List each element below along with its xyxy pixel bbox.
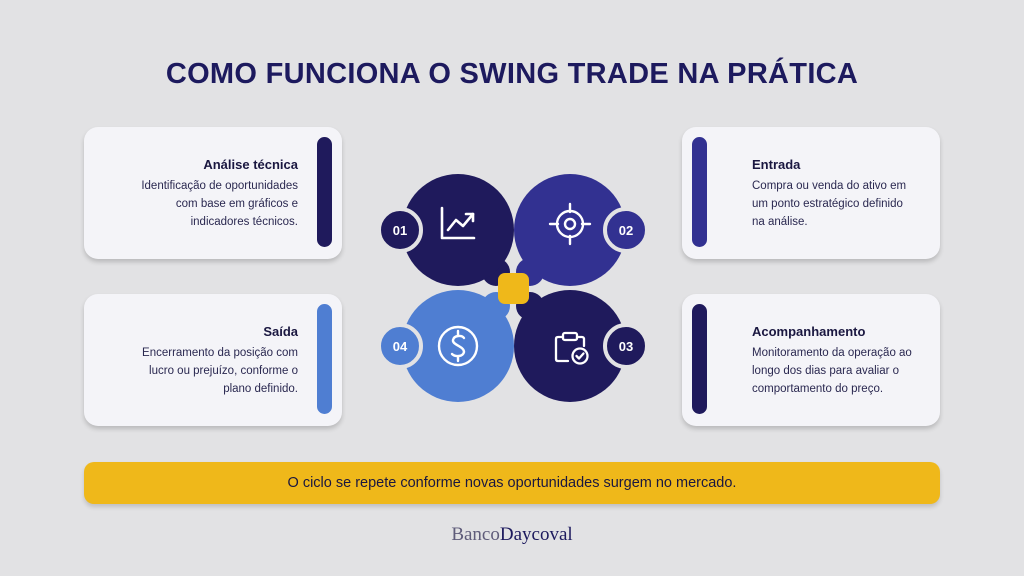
step-number-badge-01: 01 bbox=[377, 207, 423, 253]
step-number: 03 bbox=[619, 339, 633, 354]
step-number: 01 bbox=[393, 223, 407, 238]
accent-bar bbox=[317, 137, 332, 247]
step-number-badge-04: 04 bbox=[377, 323, 423, 369]
accent-bar bbox=[317, 304, 332, 414]
desc-line: Compra ou venda do ativo em bbox=[752, 180, 907, 192]
chart-up-icon bbox=[440, 206, 476, 240]
cycle-diagram: 01 02 04 03 bbox=[377, 174, 649, 402]
cycle-banner: O ciclo se repete conforme novas oportun… bbox=[84, 462, 940, 504]
step-description: Encerramento da posição com lucro ou pre… bbox=[108, 344, 298, 398]
brand-logo: BancoDaycoval bbox=[0, 524, 1024, 546]
step-number: 02 bbox=[619, 223, 633, 238]
center-square bbox=[498, 273, 529, 304]
desc-line: Encerramento da posição com bbox=[142, 347, 298, 359]
desc-line: comportamento do preço. bbox=[752, 383, 884, 395]
step-title: Saída bbox=[263, 324, 298, 339]
desc-line: indicadores técnicos. bbox=[190, 216, 298, 228]
logo-part-daycoval: Daycoval bbox=[499, 524, 573, 545]
desc-line: na análise. bbox=[752, 216, 808, 228]
target-icon bbox=[548, 202, 592, 246]
desc-line: com base em gráficos e bbox=[175, 198, 298, 210]
step-circle-01 bbox=[402, 174, 514, 286]
accent-bar bbox=[692, 137, 707, 247]
desc-line: Identificação de oportunidades bbox=[141, 180, 298, 192]
step-number: 04 bbox=[393, 339, 408, 354]
step-card-entrada: Entrada Compra ou venda do ativo em um p… bbox=[682, 127, 940, 259]
step-card-analise-tecnica: Análise técnica Identificação de oportun… bbox=[84, 127, 342, 259]
step-number-badge-02: 02 bbox=[603, 207, 649, 253]
step-description: Compra ou venda do ativo em um ponto est… bbox=[752, 177, 942, 231]
step-title: Análise técnica bbox=[203, 157, 298, 172]
dollar-icon bbox=[437, 325, 479, 367]
step-card-saida: Saída Encerramento da posição com lucro … bbox=[84, 294, 342, 426]
page-title: COMO FUNCIONA O SWING TRADE NA PRÁTICA bbox=[165, 58, 859, 90]
desc-line: lucro ou prejuízo, conforme o bbox=[149, 365, 298, 377]
logo-part-banco: Banco bbox=[451, 524, 500, 545]
accent-bar bbox=[692, 304, 707, 414]
clipboard-check-icon bbox=[554, 331, 589, 365]
step-title: Entrada bbox=[752, 157, 801, 172]
step-description: Identificação de oportunidades com base … bbox=[108, 177, 298, 231]
step-description: Monitoramento da operação ao longo dos d… bbox=[752, 344, 942, 398]
desc-line: um ponto estratégico definido bbox=[752, 198, 903, 210]
step-circle-03 bbox=[514, 290, 626, 402]
step-card-acompanhamento: Acompanhamento Monitoramento da operação… bbox=[682, 294, 940, 426]
step-title: Acompanhamento bbox=[752, 324, 866, 339]
desc-line: Monitoramento da operação ao bbox=[752, 347, 912, 359]
step-number-badge-03: 03 bbox=[603, 323, 649, 369]
desc-line: longo dos dias para avaliar o bbox=[752, 365, 900, 377]
desc-line: plano definido. bbox=[223, 383, 298, 395]
